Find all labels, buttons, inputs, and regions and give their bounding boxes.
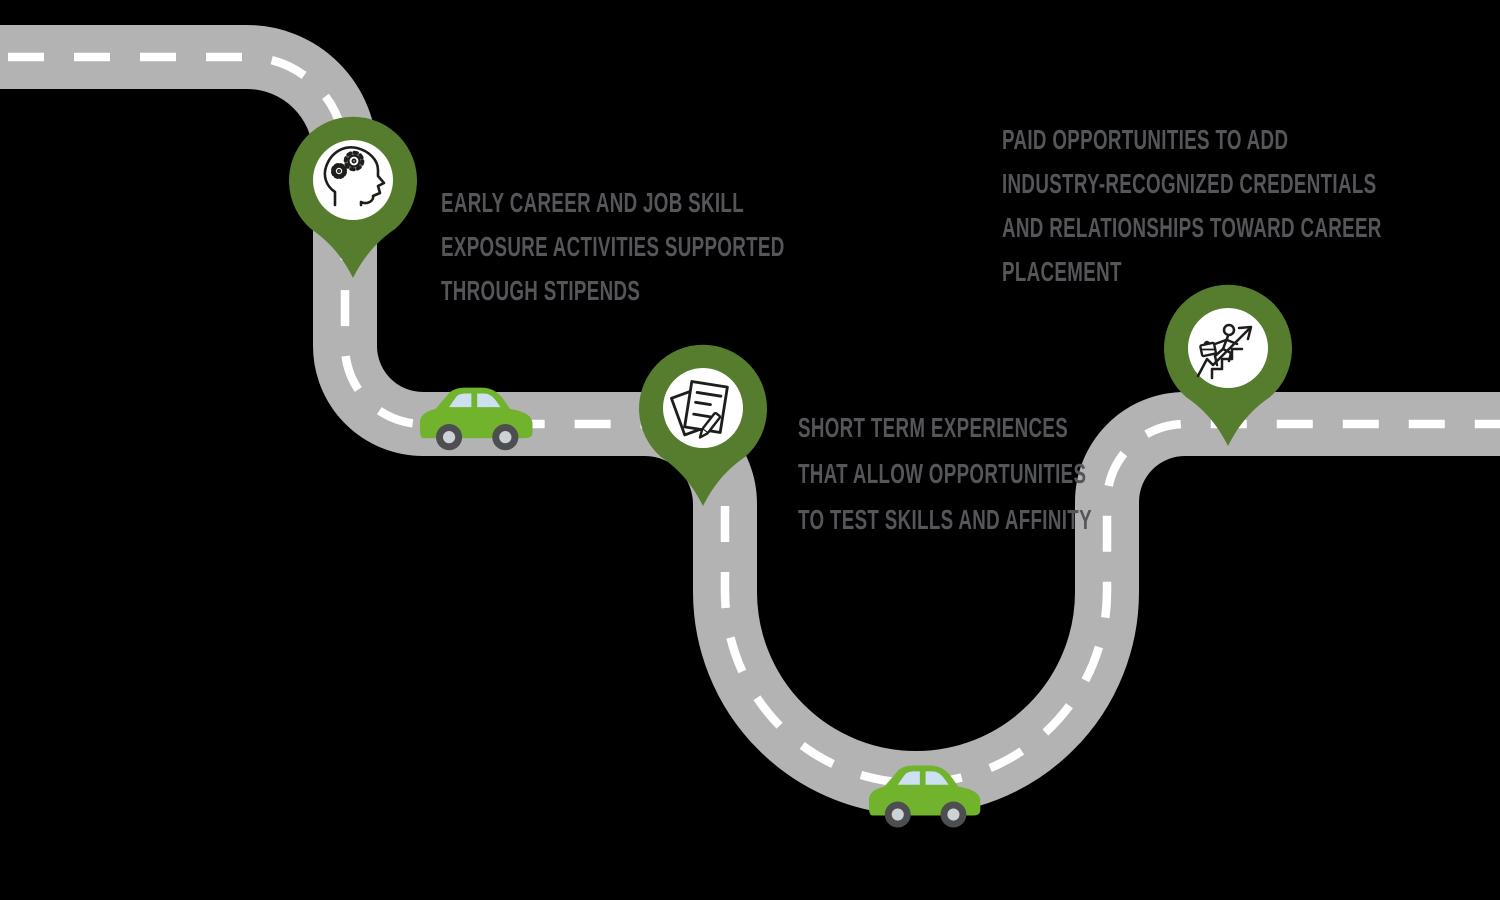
pin-placement bbox=[1164, 284, 1292, 446]
career-growth-icon bbox=[1196, 323, 1253, 380]
caption-line: THAT ALLOW OPPORTUNITIES bbox=[798, 458, 1087, 489]
head-gears-icon bbox=[323, 146, 386, 207]
caption-line: AND RELATIONSHIPS TOWARD CAREER bbox=[1002, 212, 1382, 243]
arrow-head bbox=[1237, 325, 1253, 341]
briefcase bbox=[1199, 340, 1218, 358]
caption-line: EXPOSURE ACTIVITIES SUPPORTED bbox=[441, 231, 785, 262]
caption-line: PAID OPPORTUNITIES TO ADD bbox=[1002, 124, 1289, 155]
person-legs bbox=[1213, 347, 1233, 367]
person-body bbox=[1221, 334, 1230, 351]
caption-placement: PAID OPPORTUNITIES TO ADD INDUSTRY-RECOG… bbox=[1002, 118, 1382, 294]
caption-line: THROUGH STIPENDS bbox=[441, 275, 641, 306]
caption-short-term: SHORT TERM EXPERIENCES THAT ALLOW OPPORT… bbox=[798, 405, 1092, 543]
caption-line: EARLY CAREER AND JOB SKILL bbox=[441, 187, 745, 218]
pen bbox=[698, 411, 722, 439]
document-pen-icon bbox=[670, 380, 729, 439]
caption-line: SHORT TERM EXPERIENCES bbox=[798, 412, 1069, 443]
pin-short-term bbox=[639, 344, 767, 506]
person-head bbox=[1222, 323, 1236, 337]
caption-line: INDUSTRY-RECOGNIZED CREDENTIALS bbox=[1002, 168, 1377, 199]
pin-early-career bbox=[289, 116, 417, 278]
road-center-dashes bbox=[0, 52, 1500, 788]
caption-line: PLACEMENT bbox=[1002, 256, 1122, 287]
gear-small bbox=[330, 162, 348, 180]
gear-large bbox=[343, 150, 365, 172]
caption-early-career: EARLY CAREER AND JOB SKILL EXPOSURE ACTI… bbox=[441, 181, 785, 313]
growth-arrow bbox=[1196, 326, 1252, 378]
person-arms bbox=[1213, 338, 1239, 346]
stairs bbox=[1210, 347, 1244, 380]
caption-line: TO TEST SKILLS AND AFFINITY bbox=[798, 504, 1092, 535]
